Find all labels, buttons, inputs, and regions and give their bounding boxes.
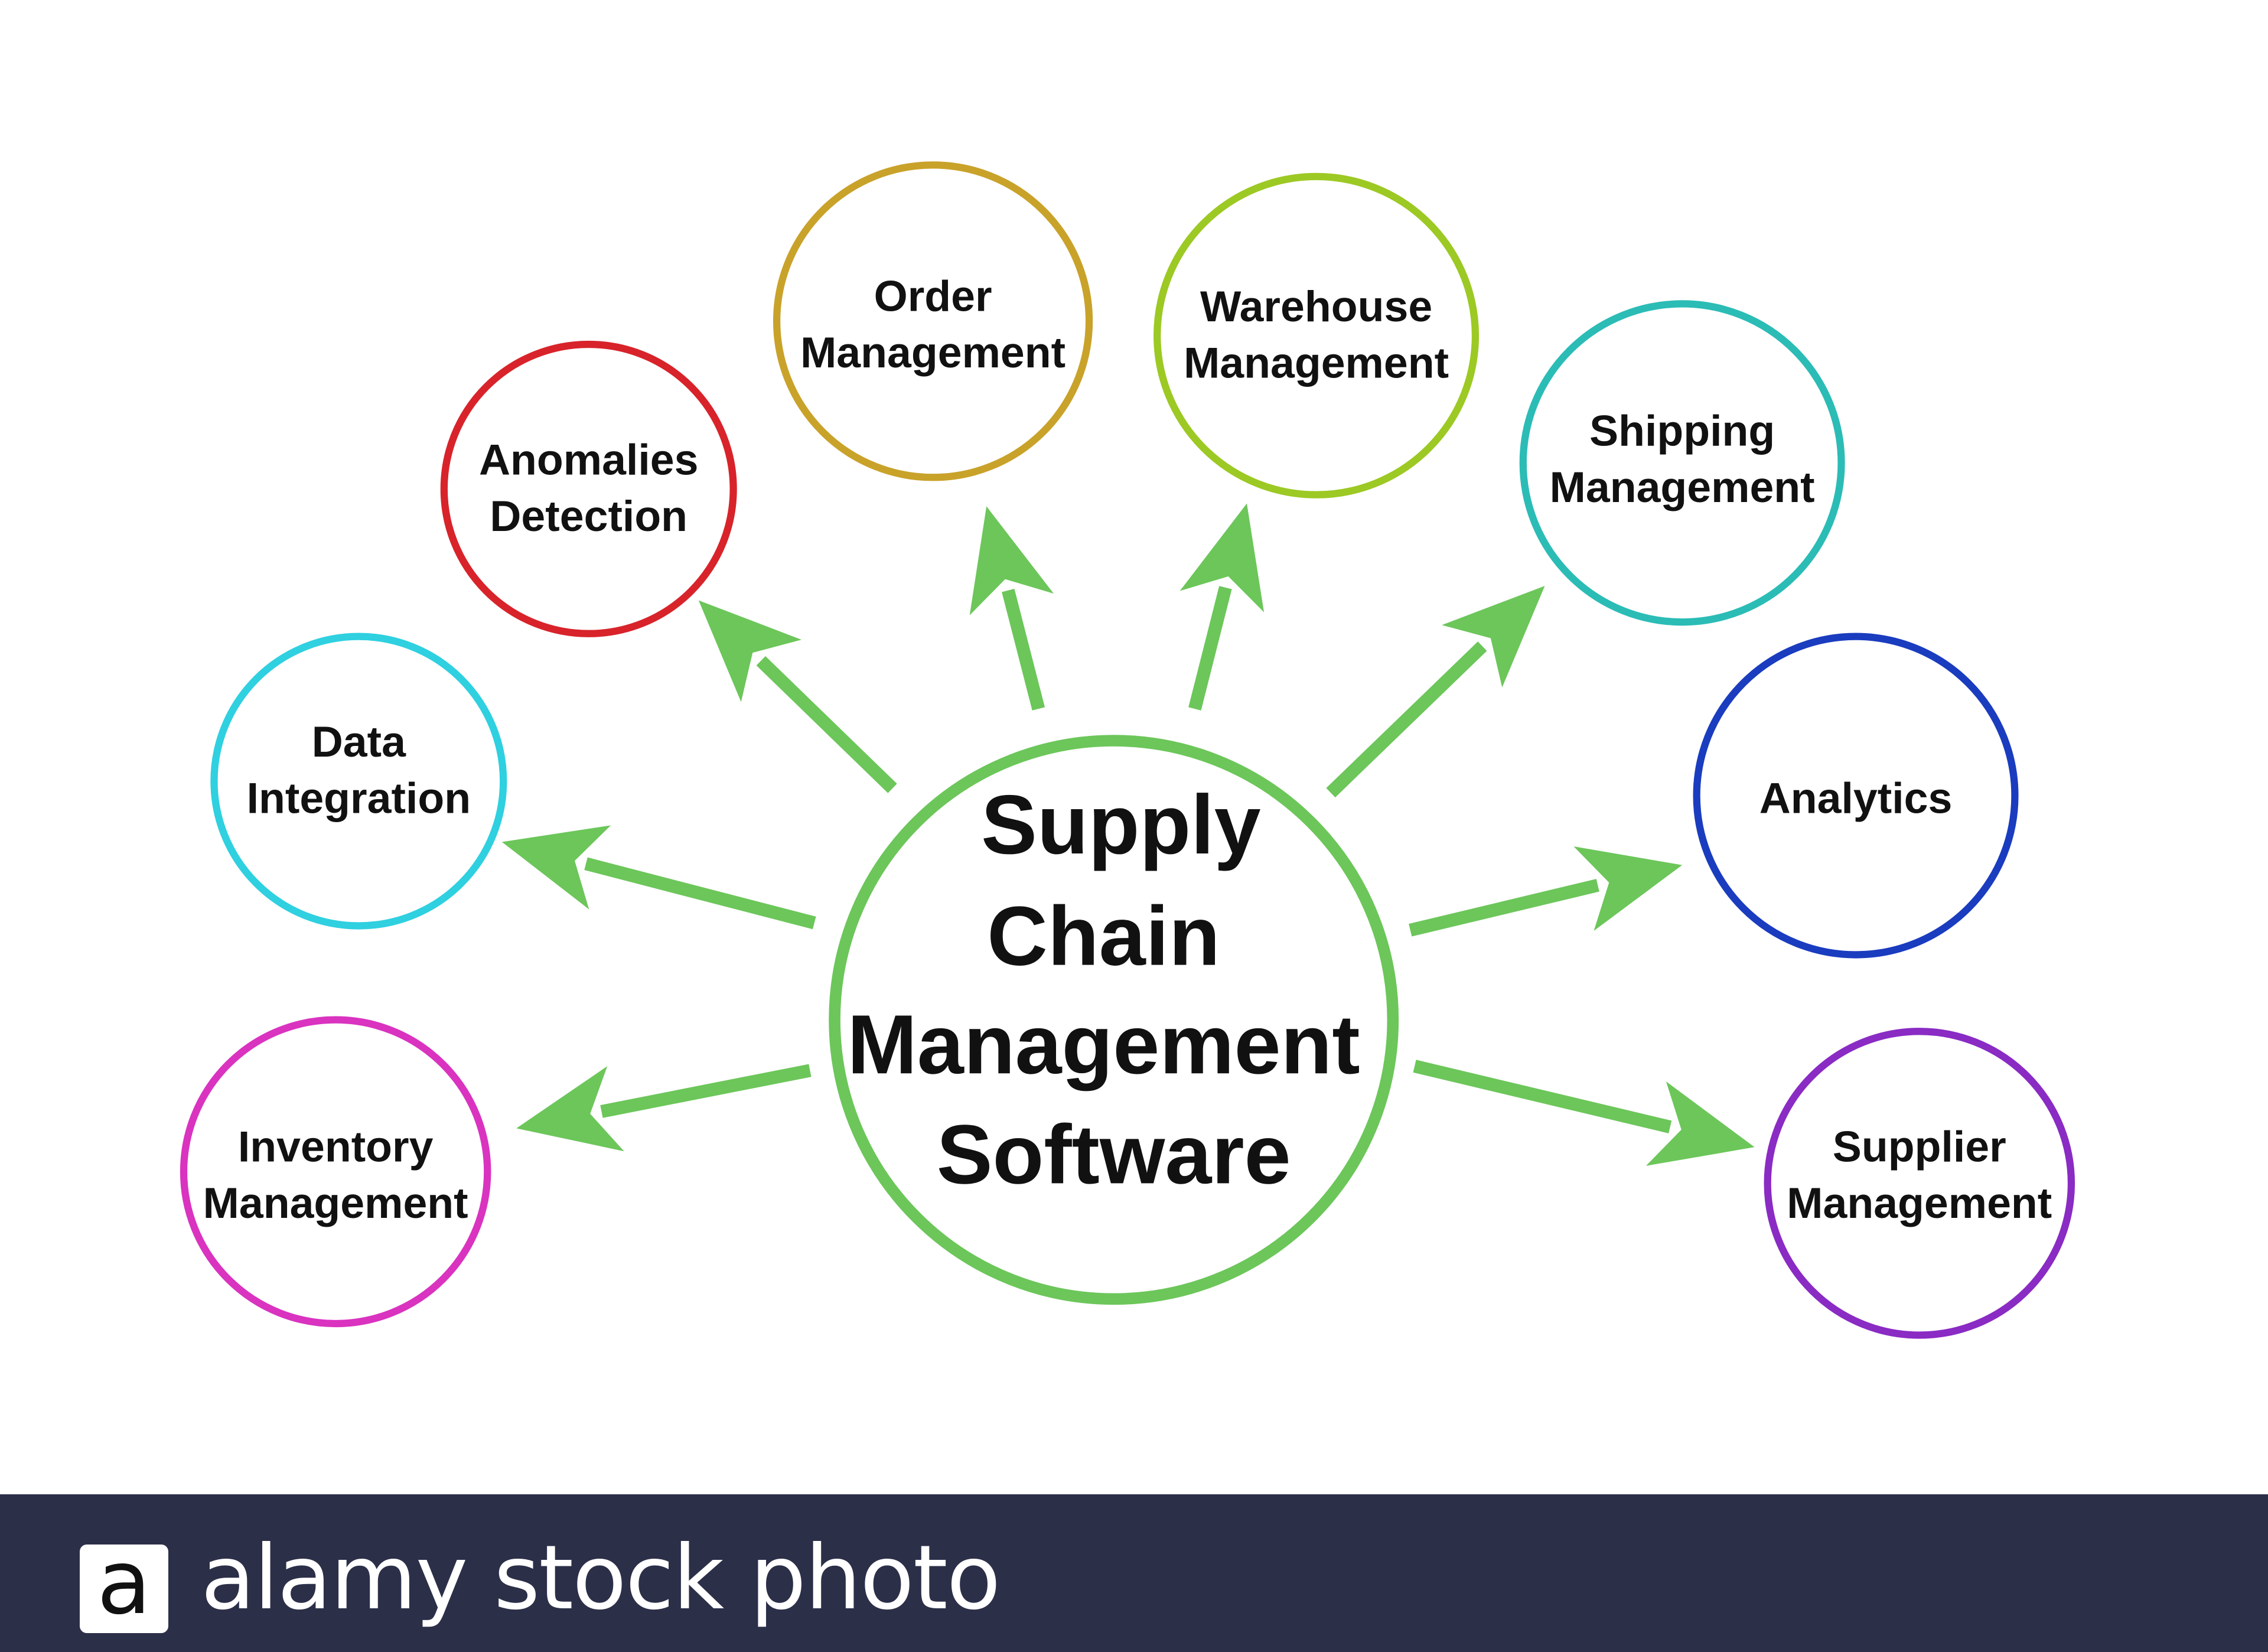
node-circle (1153, 172, 1480, 498)
center-title-line: Chain (987, 889, 1220, 983)
arrow-to-warehouse-management (1179, 503, 1265, 711)
arrow-to-analytics (1409, 846, 1683, 937)
arrow-to-shipping-management (1326, 585, 1545, 798)
node-circle (773, 161, 1093, 481)
node-analytics: Analytics (1693, 633, 2019, 959)
center-circle (829, 735, 1399, 1305)
node-circle (210, 633, 507, 930)
node-label: Management (1184, 338, 1449, 387)
arrow-head (516, 1066, 624, 1152)
node-label: Shipping (1589, 406, 1775, 455)
arrow-shaft (1409, 879, 1599, 937)
arrow-to-data-integration (501, 825, 816, 930)
arrow-shaft (584, 857, 816, 930)
arrow-shaft (600, 1064, 812, 1118)
node-label: Inventory (238, 1122, 434, 1171)
node-label: Management (800, 328, 1065, 377)
nodes-layer: AnomaliesDetectionOrderManagementWarehou… (180, 161, 2075, 1339)
node-label: Detection (490, 491, 687, 540)
arrow-head (1442, 585, 1545, 687)
arrow-to-order-management (969, 506, 1054, 711)
arrow-shaft (1002, 588, 1045, 711)
center-title-line: Management (848, 998, 1360, 1091)
node-circle (440, 340, 737, 637)
node-label: Data (312, 717, 406, 766)
arrow-head (969, 506, 1054, 615)
arrow-to-anomalies-detection (698, 600, 897, 793)
arrow-head (501, 825, 611, 910)
node-label: Management (203, 1178, 468, 1227)
node-label: Order (874, 272, 992, 321)
node-circle (1519, 300, 1845, 626)
arrow-head (1179, 503, 1265, 612)
arrow-shaft (1326, 641, 1487, 798)
node-label: Analytics (1759, 773, 1953, 822)
node-label: Warehouse (1200, 282, 1432, 331)
center-node: Supply Chain Management Software (829, 735, 1399, 1305)
arrow-shaft (756, 656, 897, 793)
node-circle (1693, 633, 2019, 959)
arrow-shaft (1413, 1060, 1672, 1133)
node-circle (1764, 1028, 2075, 1339)
node-label: Management (1787, 1178, 2052, 1227)
arrow-to-supplier-management (1413, 1060, 1755, 1166)
alamy-logo-icon: a (80, 1539, 168, 1633)
node-circle (180, 1016, 491, 1328)
node-label: Anomalies (479, 435, 698, 484)
watermark-footer: a alamy stock photo (0, 1494, 2268, 1652)
brand-text: alamy stock photo (201, 1527, 1001, 1630)
center-title-line: Software (937, 1107, 1291, 1201)
arrow-head (698, 600, 802, 702)
node-label: Supplier (1833, 1122, 2006, 1171)
node-label: Management (1550, 462, 1815, 511)
arrows-layer (501, 503, 1755, 1166)
arrow-head (1645, 1081, 1755, 1166)
node-label: Integration (247, 773, 471, 822)
arrow-shaft (1188, 586, 1232, 711)
arrow-to-inventory-management (516, 1064, 812, 1152)
center-title-line: Supply (981, 778, 1260, 872)
arrow-head (1573, 846, 1683, 931)
